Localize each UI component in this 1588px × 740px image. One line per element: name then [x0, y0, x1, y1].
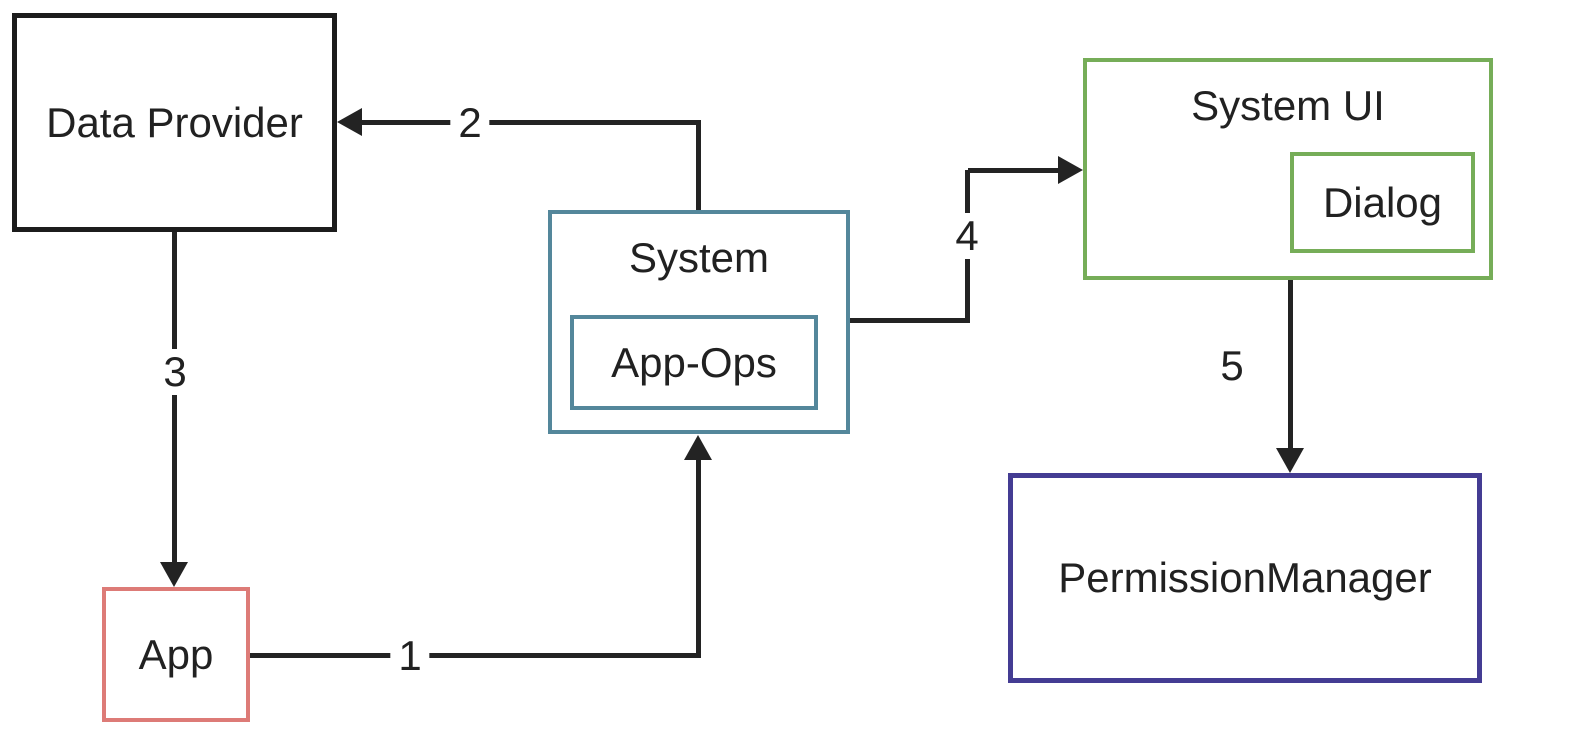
edge-4-arrowhead-right-icon — [1058, 156, 1083, 184]
dialog-label: Dialog — [1322, 178, 1443, 226]
edge-2-horizontal-segment — [360, 120, 701, 125]
edge-4-label: 4 — [947, 213, 987, 259]
edge-3-vertical-segment — [172, 232, 177, 565]
edge-5-label: 5 — [1212, 343, 1252, 389]
app-ops-box: App-Ops — [570, 315, 818, 410]
edge-2-vertical-segment — [696, 122, 701, 212]
edge-1-label: 1 — [390, 633, 430, 679]
edge-1-horizontal-segment — [250, 653, 698, 658]
app-box: App — [102, 587, 250, 722]
edge-5-arrowhead-down-icon — [1276, 448, 1304, 473]
permission-manager-label: PermissionManager — [1058, 554, 1432, 601]
edge-5-vertical-segment — [1288, 280, 1293, 450]
edge-2-label: 2 — [450, 100, 490, 146]
data-provider-box: Data Provider — [12, 13, 337, 232]
edge-1-arrowhead-up-icon — [684, 435, 712, 460]
edge-3-arrowhead-down-icon — [160, 562, 188, 587]
edge-2-arrowhead-left-icon — [337, 108, 362, 136]
permission-manager-box: PermissionManager — [1008, 473, 1482, 683]
dialog-box: Dialog — [1290, 152, 1475, 253]
system-ui-label: System UI — [1191, 82, 1385, 129]
edge-4-lower-horizontal-segment — [850, 318, 970, 323]
edge-3-label: 3 — [155, 349, 195, 395]
edge-1-vertical-segment — [696, 456, 701, 658]
system-ui-box: System UI Dialog — [1083, 58, 1493, 280]
data-provider-label: Data Provider — [46, 98, 303, 146]
app-ops-label: App-Ops — [611, 338, 777, 386]
system-box: System App-Ops — [548, 210, 850, 434]
app-label: App — [138, 630, 214, 678]
edge-4-upper-horizontal-segment — [968, 168, 1059, 173]
system-label: System — [628, 234, 770, 281]
